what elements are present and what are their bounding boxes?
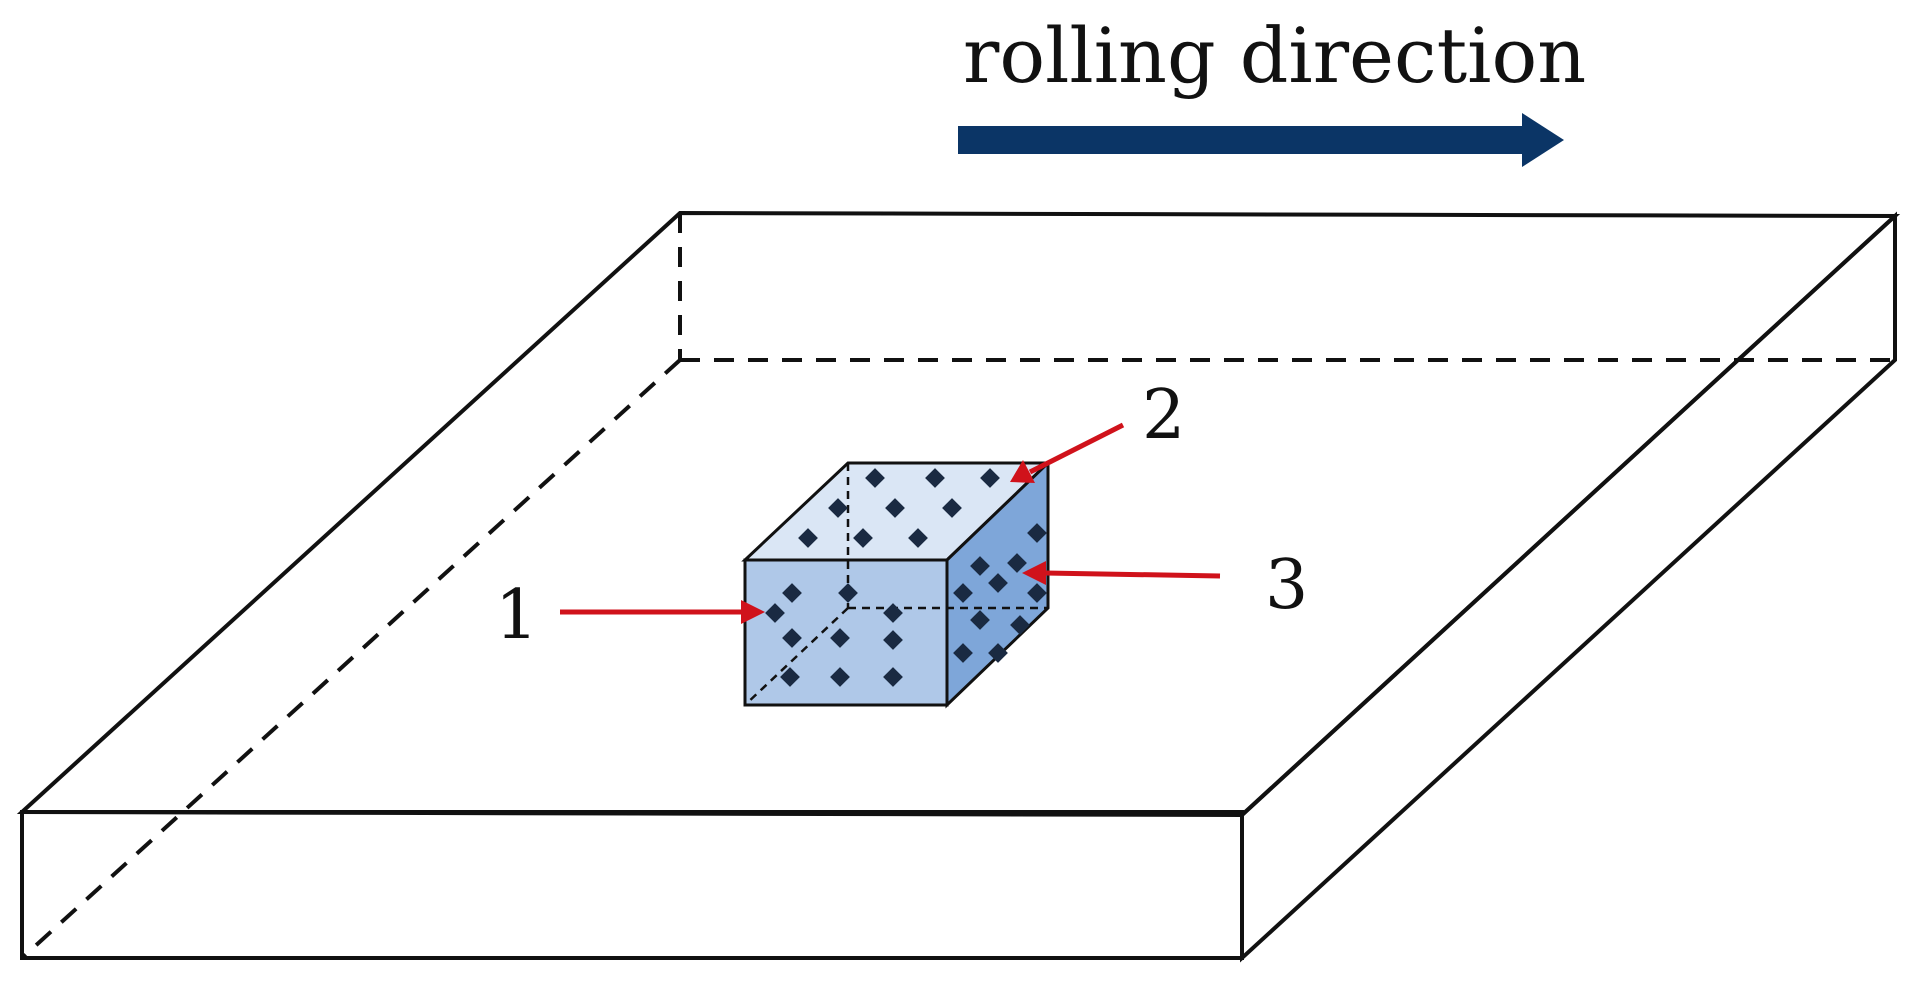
plate-front-face xyxy=(20,810,1244,960)
cube-sample xyxy=(741,459,1052,709)
face-2-arrow xyxy=(1010,422,1125,483)
plate xyxy=(16,210,1901,963)
face-1-label: 1 xyxy=(495,576,538,655)
face-label-arrows xyxy=(560,422,1221,624)
rolling-direction-arrow xyxy=(958,113,1564,167)
face-2-label: 2 xyxy=(1142,376,1185,455)
plate-hidden-edges xyxy=(20,213,1895,960)
particle xyxy=(1027,583,1047,603)
plate-right-face xyxy=(1240,211,1897,963)
face-1-arrow xyxy=(560,600,765,624)
rolling-direction-label: rolling direction xyxy=(963,11,1586,100)
face-3-label: 3 xyxy=(1265,546,1308,625)
cube-front-face xyxy=(743,558,949,707)
particle xyxy=(1027,523,1047,543)
face-3-arrow xyxy=(1022,561,1221,585)
cube-hidden-edges xyxy=(744,463,1048,706)
